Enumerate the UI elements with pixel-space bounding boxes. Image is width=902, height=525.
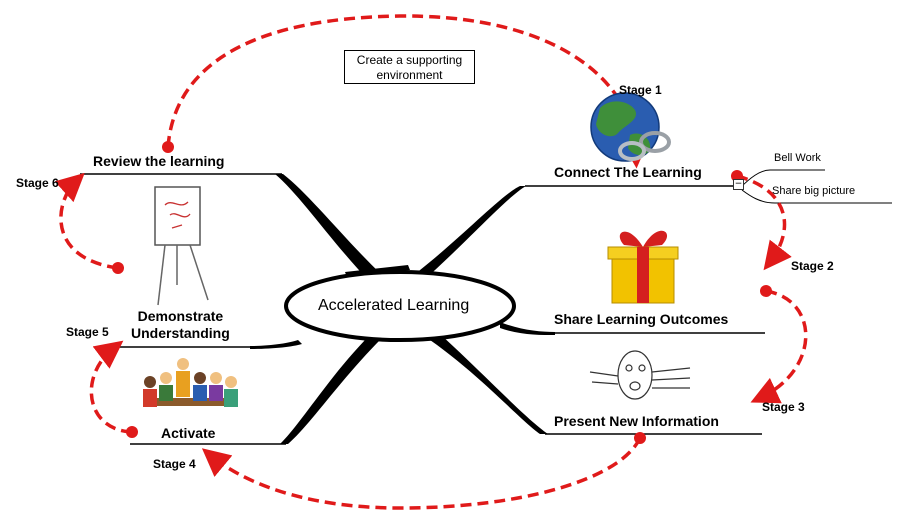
connector-share <box>500 322 555 335</box>
note-line-2: environment <box>376 68 443 82</box>
gift-illustration <box>607 230 679 304</box>
flow-arrow-bottom <box>201 437 642 510</box>
stage-label-2: Stage 2 <box>791 259 834 273</box>
note-line-1: Create a supporting <box>356 53 463 67</box>
stage-label-3: Stage 3 <box>762 400 805 414</box>
branch-review-the-learning[interactable]: Review the learning <box>93 153 225 169</box>
flow-arrow-stage6 <box>54 172 119 270</box>
subtopic-share-big-picture[interactable]: Share big picture <box>772 185 856 197</box>
connector-demonstrate <box>250 340 302 349</box>
branch-present-new-information[interactable]: Present New Information <box>554 413 719 429</box>
globe-chain-illustration <box>590 92 671 162</box>
stage-label-5: Stage 5 <box>66 325 109 339</box>
branch-demonstrate-understanding[interactable]: Demonstrate Understanding <box>131 308 230 342</box>
flow-start-dots <box>112 141 772 444</box>
flow-arrow-stage3 <box>750 289 808 404</box>
flipchart-illustration <box>154 186 209 306</box>
connector-present <box>430 334 548 434</box>
stage-label-6: Stage 6 <box>16 176 59 190</box>
connector-review <box>275 174 385 282</box>
central-topic-shape[interactable] <box>284 270 516 342</box>
flow-arrow-stage5 <box>89 340 133 434</box>
subtopic-bell-work[interactable]: Bell Work <box>774 152 821 164</box>
students-illustration <box>143 358 238 407</box>
note-box[interactable]: Create a supporting environment <box>344 50 475 84</box>
flow-arrow-stage2 <box>736 174 792 271</box>
central-topic-label: Accelerated Learning <box>318 297 470 314</box>
stage-label-4: Stage 4 <box>153 457 196 471</box>
collapse-toggle-button[interactable]: − <box>733 179 744 190</box>
connector-activate <box>280 335 382 444</box>
branch-share-learning-outcomes[interactable]: Share Learning Outcomes <box>554 311 729 327</box>
branch-demonstrate-line-1: Demonstrate <box>137 308 224 324</box>
branch-connect-the-learning[interactable]: Connect The Learning <box>554 164 702 180</box>
anatomy-head-illustration <box>589 350 691 400</box>
branch-activate[interactable]: Activate <box>161 425 216 441</box>
stage-label-1: Stage 1 <box>619 83 662 97</box>
flow-arrow-top <box>166 14 650 169</box>
branch-demonstrate-line-2: Understanding <box>131 325 230 341</box>
connector-connect <box>400 186 526 290</box>
